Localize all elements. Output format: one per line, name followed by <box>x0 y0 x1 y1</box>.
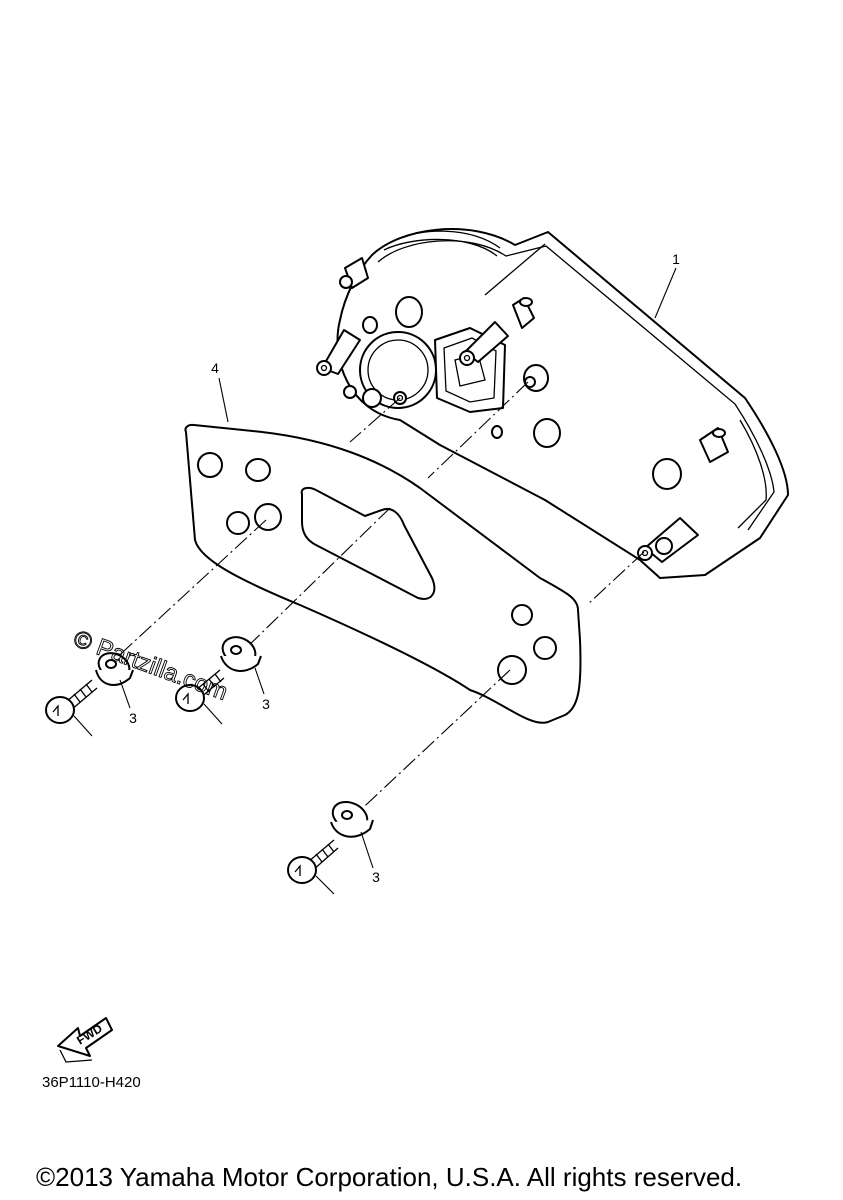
fwd-arrow-icon: FWD <box>57 1017 113 1063</box>
screw-c[interactable] <box>287 839 339 884</box>
callout-washer-b: 3 <box>262 696 270 712</box>
callout-washer-a: 3 <box>129 710 137 726</box>
callout-meter-assembly: 1 <box>672 251 680 267</box>
washer-c[interactable] <box>328 797 374 838</box>
leader-lines <box>73 267 677 895</box>
watermark-text: © Partzilla.com <box>70 625 231 706</box>
screw-a[interactable] <box>45 679 98 724</box>
washer-a[interactable] <box>94 648 134 686</box>
callout-washer-c: 3 <box>372 869 380 885</box>
screw-b[interactable] <box>175 669 225 712</box>
meter-bracket[interactable] <box>184 423 582 724</box>
copyright-notice: ©2013 Yamaha Motor Corporation, U.S.A. A… <box>36 1162 743 1192</box>
diagram-code: 36P1110-H420 <box>42 1074 141 1091</box>
assembly-lines <box>111 381 645 819</box>
callout-bracket: 4 <box>211 360 219 376</box>
washer-b[interactable] <box>218 632 262 672</box>
